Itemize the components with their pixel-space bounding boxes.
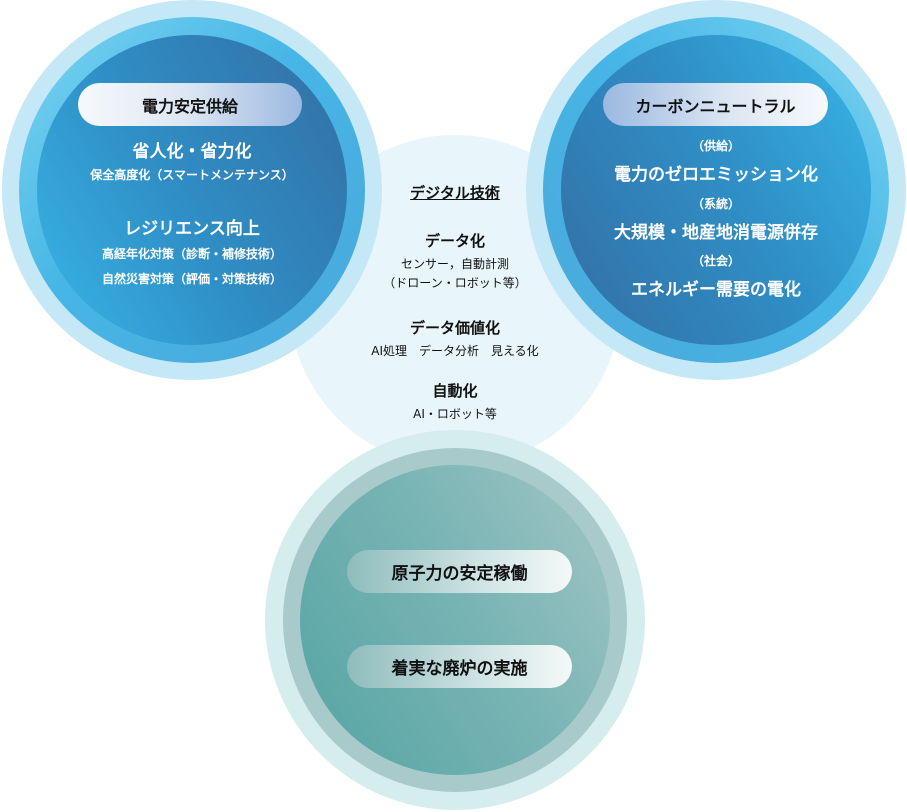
left-heading-2: レジリエンス向上 [124,219,260,239]
right-heading-3: エネルギー需要の電化 [631,280,801,300]
left-heading-1: 省人化・省力化 [132,142,252,162]
right-heading-1: 電力のゼロエミッション化 [614,165,818,185]
right-label-2: （系統） [691,197,740,211]
nuclear-stable-operation-pill: 原子力の安定稼働 [347,550,572,593]
right-label-3: （社会） [691,254,740,268]
left-sub-2b: 自然災害対策（評価・対策技術） [101,272,282,286]
decommissioning-pill: 着実な廃炉の実施 [347,645,572,688]
right-label-1: （供給） [691,139,740,153]
automation-line-1: AI・ロボット等 [413,407,497,421]
left-sub-2a: 高経年化対策（診断・補修技術） [101,247,282,261]
left-sub-1: 保全高度化（スマートメンテナンス） [90,168,294,182]
right-heading-2: 大規模・地産地消電源併存 [614,223,818,243]
automation-heading: 自動化 [432,382,478,400]
data-valuation-heading: データ価値化 [409,319,500,337]
carbon-neutral-pill: カーボンニュートラル [603,83,828,126]
stable-supply-pill: 電力安定供給 [78,83,302,126]
digitization-line-1: センサー，自動計測 [400,257,509,271]
data-valuation-line-1: AI処理 データ分析 見える化 [371,344,539,358]
digitization-line-2: （ドローン・ロボット等） [383,276,527,290]
digital-tech-title: デジタル技術 [410,184,500,202]
digitization-heading: データ化 [424,232,485,250]
nuclear-circle [300,465,610,775]
